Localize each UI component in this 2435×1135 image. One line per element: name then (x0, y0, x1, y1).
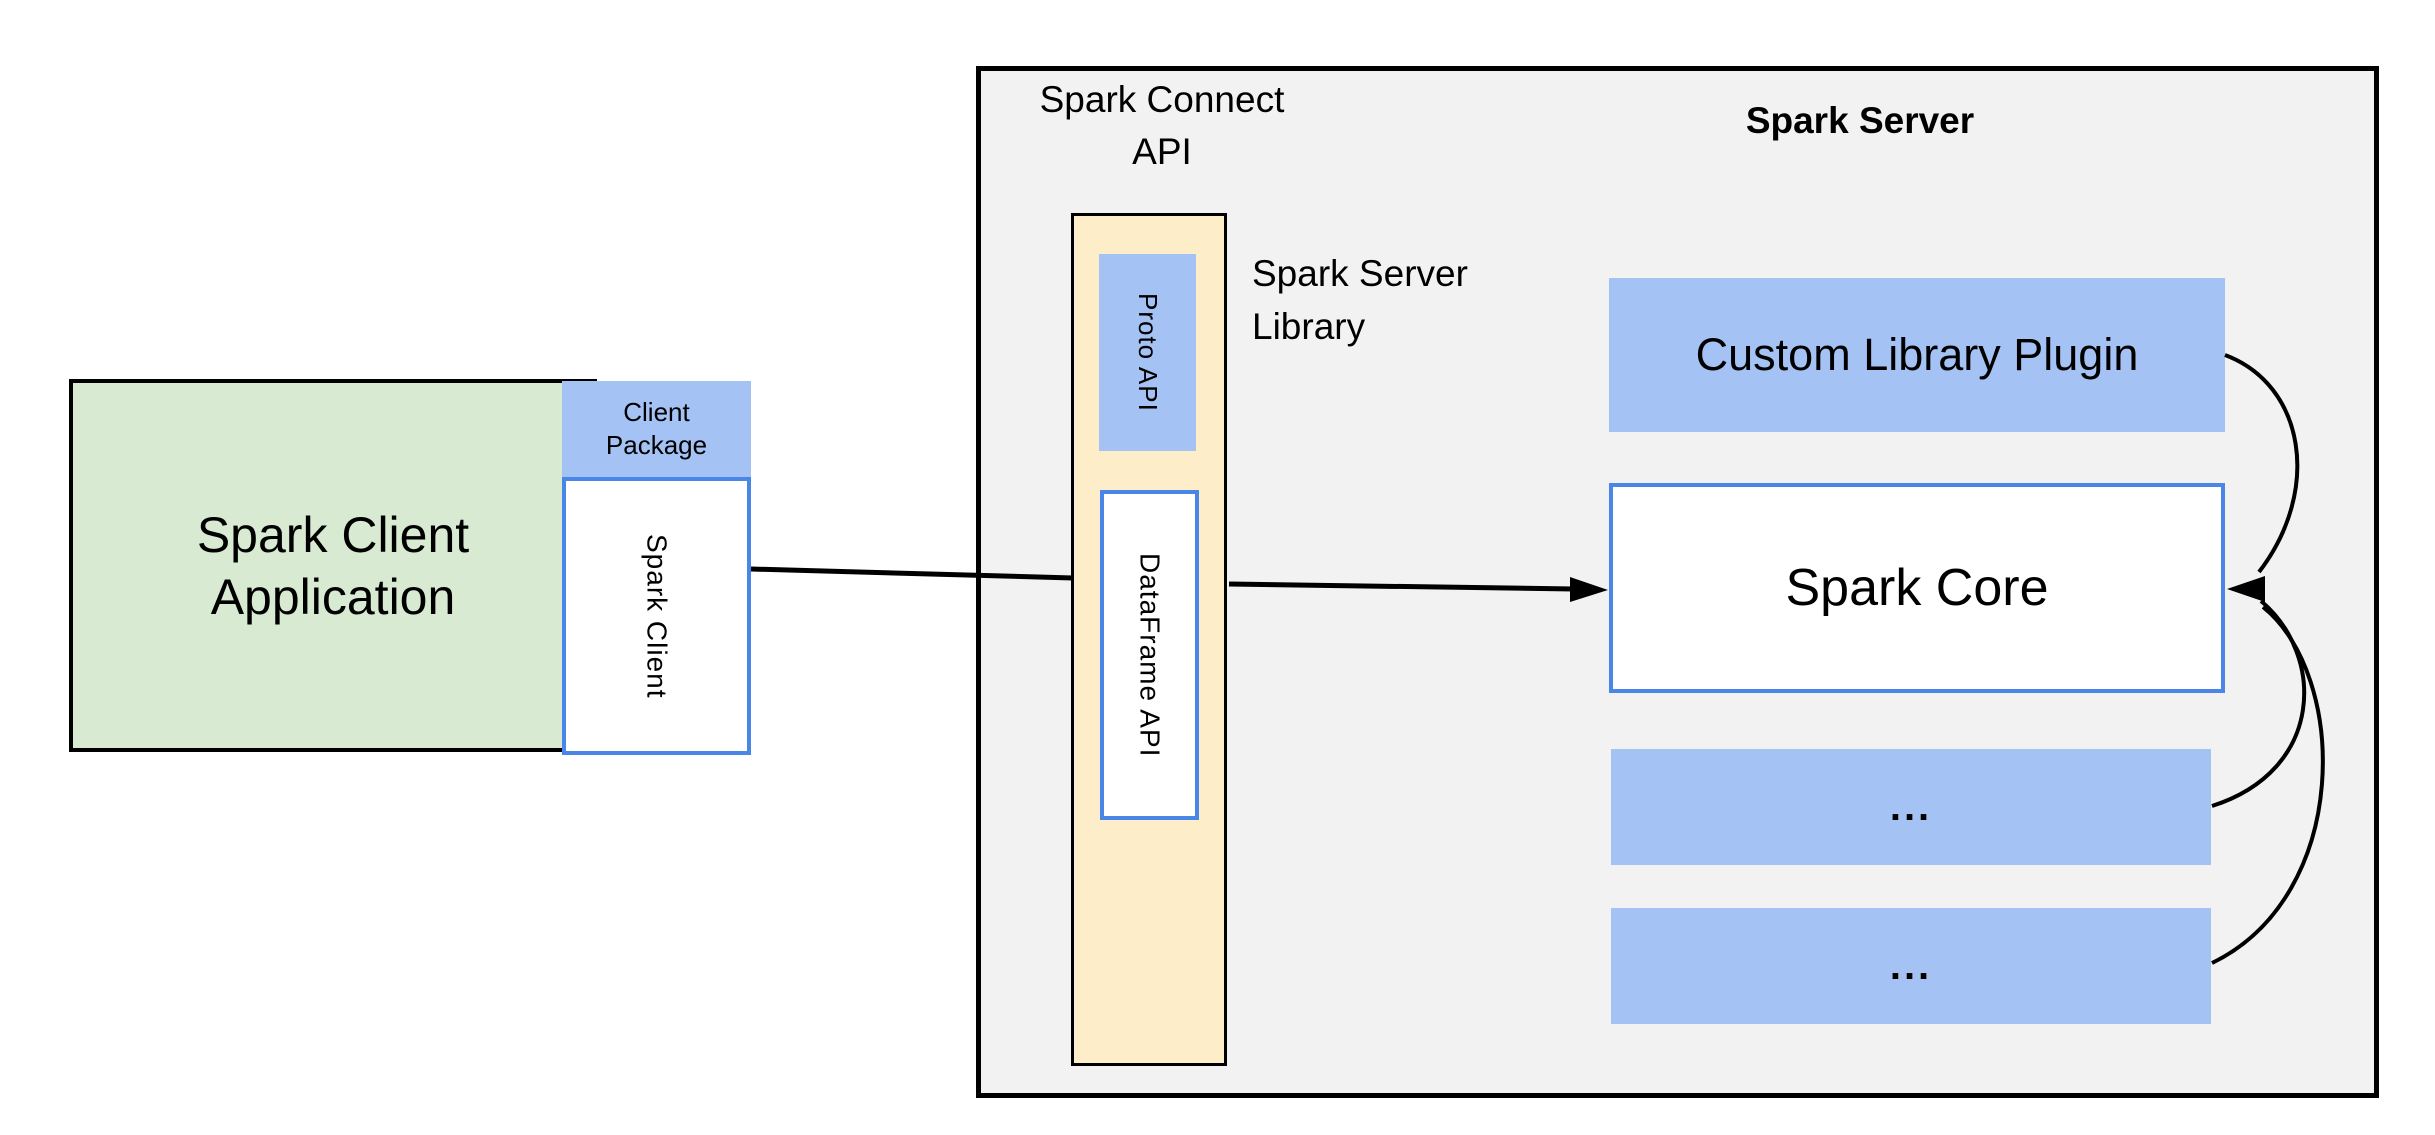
spark-core-box: Spark Core (1609, 483, 2225, 693)
custom-library-plugin-label: Custom Library Plugin (1695, 329, 2139, 380)
spark-server-library-label: Spark Server Library (1252, 253, 1468, 347)
dataframe-api-label: DataFrame API (1134, 552, 1166, 758)
placeholder-dots-1: ... (1889, 784, 1933, 829)
custom-library-plugin-box: Custom Library Plugin (1609, 278, 2225, 432)
spark-connect-api-label: Spark Connect API (1039, 79, 1285, 172)
spark-client-box: Spark Client (562, 477, 751, 755)
proto-api-label: Proto API (1133, 293, 1163, 412)
client-package-label: Client Package (605, 397, 708, 460)
spark-client-label: Spark Client (641, 533, 673, 699)
client-package-box: Client Package (562, 381, 751, 477)
server-plugin-placeholder-box-2: ... (1611, 908, 2211, 1024)
server-plugin-placeholder-box-1: ... (1611, 749, 2211, 865)
spark-core-label: Spark Core (1785, 559, 2049, 617)
spark-client-application-box: Spark Client Application (69, 379, 597, 752)
spark-client-application-label: Spark Client Application (196, 506, 470, 625)
placeholder-dots-2: ... (1889, 943, 1933, 988)
spark-server-title: Spark Server (1745, 100, 1975, 141)
dataframe-api-box: DataFrame API (1100, 490, 1199, 820)
proto-api-box: Proto API (1099, 254, 1196, 451)
